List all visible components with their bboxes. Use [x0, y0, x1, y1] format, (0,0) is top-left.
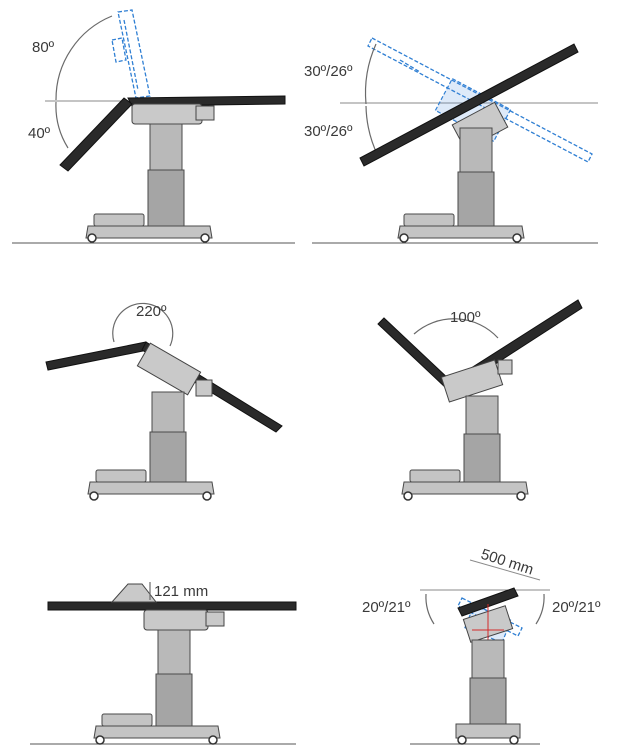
angle-label: 100º [450, 309, 481, 326]
foot-plate [403, 213, 455, 227]
angle-arc [55, 15, 113, 101]
ghost-back-section [111, 9, 151, 99]
width-label: 500 mm [479, 546, 536, 579]
column-upper [471, 639, 505, 679]
table-mechanism [136, 342, 202, 396]
column-lower [457, 171, 495, 227]
castor-wheel [516, 491, 526, 501]
castor-wheel [95, 735, 105, 745]
column-lower [155, 673, 193, 727]
column-upper [459, 127, 493, 173]
table-top [457, 587, 519, 617]
table-mechanism [131, 103, 203, 125]
angle-arc [535, 593, 545, 625]
angle-arc [365, 105, 379, 157]
table-top [359, 43, 579, 167]
castor-wheel [87, 233, 97, 243]
base [401, 481, 529, 495]
castor-wheel [403, 491, 413, 501]
angle-label-down: 30º/26º [304, 123, 353, 140]
panel-back-section: 80º 40º [12, 9, 295, 244]
base [87, 481, 215, 495]
panel-lateral: 500 mm 20º/21º 20º/21º [362, 546, 601, 745]
castor-wheel [512, 233, 522, 243]
castor-wheel [202, 491, 212, 501]
angle-arc [364, 43, 377, 105]
panel-tilt: 30º/26º 30º/26º [304, 37, 598, 244]
foot-plate [409, 469, 461, 483]
foot-plate [95, 469, 147, 483]
angle-label-up: 30º/26º [304, 63, 353, 80]
angle-label-up: 80º [32, 39, 55, 56]
table-mechanism [143, 609, 209, 631]
castor-wheel [399, 233, 409, 243]
table-top-head [45, 341, 149, 371]
base [397, 225, 525, 239]
panel-reflex: 100º [377, 299, 583, 501]
column-upper [149, 123, 183, 171]
foot-plate [101, 713, 153, 727]
column-lower [149, 431, 187, 483]
column-upper [157, 629, 191, 675]
height-label: 121 mm [154, 583, 208, 600]
castor-wheel [200, 233, 210, 243]
castor-wheel [509, 735, 519, 745]
side-rail-clamp [195, 379, 213, 397]
column-upper [151, 391, 185, 433]
angle-label-right: 20º/21º [552, 599, 601, 616]
panel-flex: 220º [45, 302, 283, 501]
castor-wheel [208, 735, 218, 745]
side-rail-clamp [195, 105, 215, 121]
side-rail-clamp [497, 359, 513, 375]
kidney-bridge [110, 583, 158, 603]
base [85, 225, 213, 239]
castor-wheel [457, 735, 467, 745]
base [455, 723, 521, 739]
column-upper [465, 395, 499, 435]
foot-plate [93, 213, 145, 227]
angle-arc [112, 302, 174, 347]
panel-kidney-bridge: 121 mm [30, 582, 297, 745]
column-lower [463, 433, 501, 483]
dimension-line [469, 559, 541, 581]
angle-label-down: 40º [28, 125, 51, 142]
side-rail-clamp [205, 611, 225, 627]
castor-wheel [89, 491, 99, 501]
column-lower [469, 677, 507, 725]
angle-arc [55, 101, 69, 149]
base [93, 725, 221, 739]
angle-label-left: 20º/21º [362, 599, 411, 616]
table-top [47, 601, 297, 611]
column-lower [147, 169, 185, 227]
angle-arc [425, 593, 435, 625]
lowered-back-section [59, 97, 133, 172]
angle-label: 220º [136, 303, 167, 320]
angle-arc [413, 318, 499, 339]
